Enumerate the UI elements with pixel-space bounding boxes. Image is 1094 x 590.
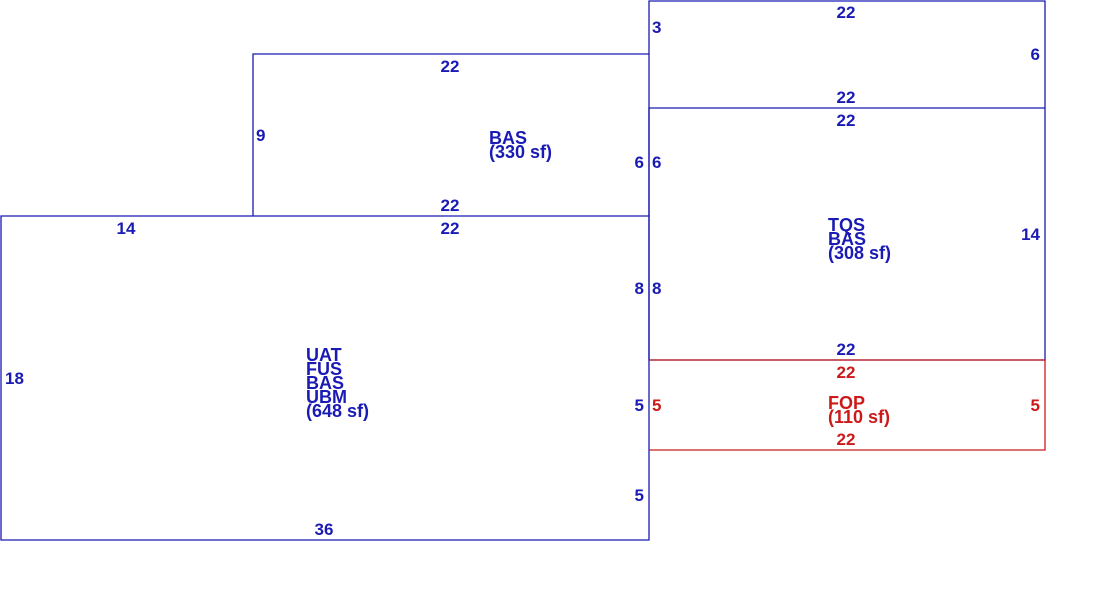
dim-addition-a-top: 22 bbox=[441, 57, 460, 76]
dim-addition-b-right: 14 bbox=[1021, 225, 1040, 244]
addition-a-code-1: BAS bbox=[489, 128, 527, 148]
addition-b-code-1: TQS bbox=[828, 215, 865, 235]
main-floor-area: (648 sf) bbox=[306, 401, 369, 421]
main-floor-code-4: UBM bbox=[306, 387, 347, 407]
dim-porch-left: 5 bbox=[652, 396, 661, 415]
dim-main-top-left: 14 bbox=[117, 219, 136, 238]
addition-b-code-2: BAS bbox=[828, 229, 866, 249]
porch-area: (110 sf) bbox=[828, 407, 890, 427]
dim-addition-a-left: 9 bbox=[256, 126, 265, 145]
area-label-main-floor: UAT FUS BAS UBM (648 sf) bbox=[306, 345, 369, 421]
addition-b-area: (308 sf) bbox=[828, 243, 891, 263]
dim-main-right-a: 8 bbox=[635, 279, 644, 298]
main-floor-code-3: BAS bbox=[306, 373, 344, 393]
dim-main-top-right: 22 bbox=[441, 219, 460, 238]
area-label-addition-b: TQS BAS (308 sf) bbox=[828, 215, 891, 263]
porch-outline bbox=[649, 359, 1046, 451]
area-label-addition-a: BAS (330 sf) bbox=[489, 128, 552, 162]
main-floor-code-1: UAT bbox=[306, 345, 342, 365]
main-floor-code-2: FUS bbox=[306, 359, 342, 379]
porch-code-1: FOP bbox=[828, 393, 865, 413]
area-label-porch: FOP (110 sf) bbox=[828, 393, 890, 427]
dim-porch-bottom: 22 bbox=[837, 430, 856, 449]
dim-porch-top: 22 bbox=[837, 363, 856, 382]
dim-main-left: 18 bbox=[5, 369, 24, 388]
dim-top-strip-right: 6 bbox=[1031, 45, 1040, 64]
dim-top-strip-left: 3 bbox=[652, 18, 661, 37]
top-strip-outline bbox=[648, 0, 1046, 108]
dim-top-strip-bottom: 22 bbox=[837, 88, 856, 107]
addition-a-area: (330 sf) bbox=[489, 142, 552, 162]
addition-a-outline bbox=[252, 53, 650, 216]
dim-main-right-b: 5 bbox=[635, 396, 644, 415]
dim-main-bottom: 36 bbox=[315, 520, 334, 539]
dim-addition-b-left-lower: 8 bbox=[652, 279, 661, 298]
dim-main-right-c: 5 bbox=[635, 486, 644, 505]
dim-porch-right: 5 bbox=[1031, 396, 1040, 415]
dim-addition-b-bottom: 22 bbox=[837, 340, 856, 359]
dim-top-strip-top: 22 bbox=[837, 3, 856, 22]
dim-addition-a-right: 6 bbox=[635, 153, 644, 172]
main-floor-outline bbox=[0, 215, 650, 541]
dim-addition-a-bottom: 22 bbox=[441, 196, 460, 215]
dim-addition-b-top: 22 bbox=[837, 111, 856, 130]
dim-addition-b-left-upper: 6 bbox=[652, 153, 661, 172]
